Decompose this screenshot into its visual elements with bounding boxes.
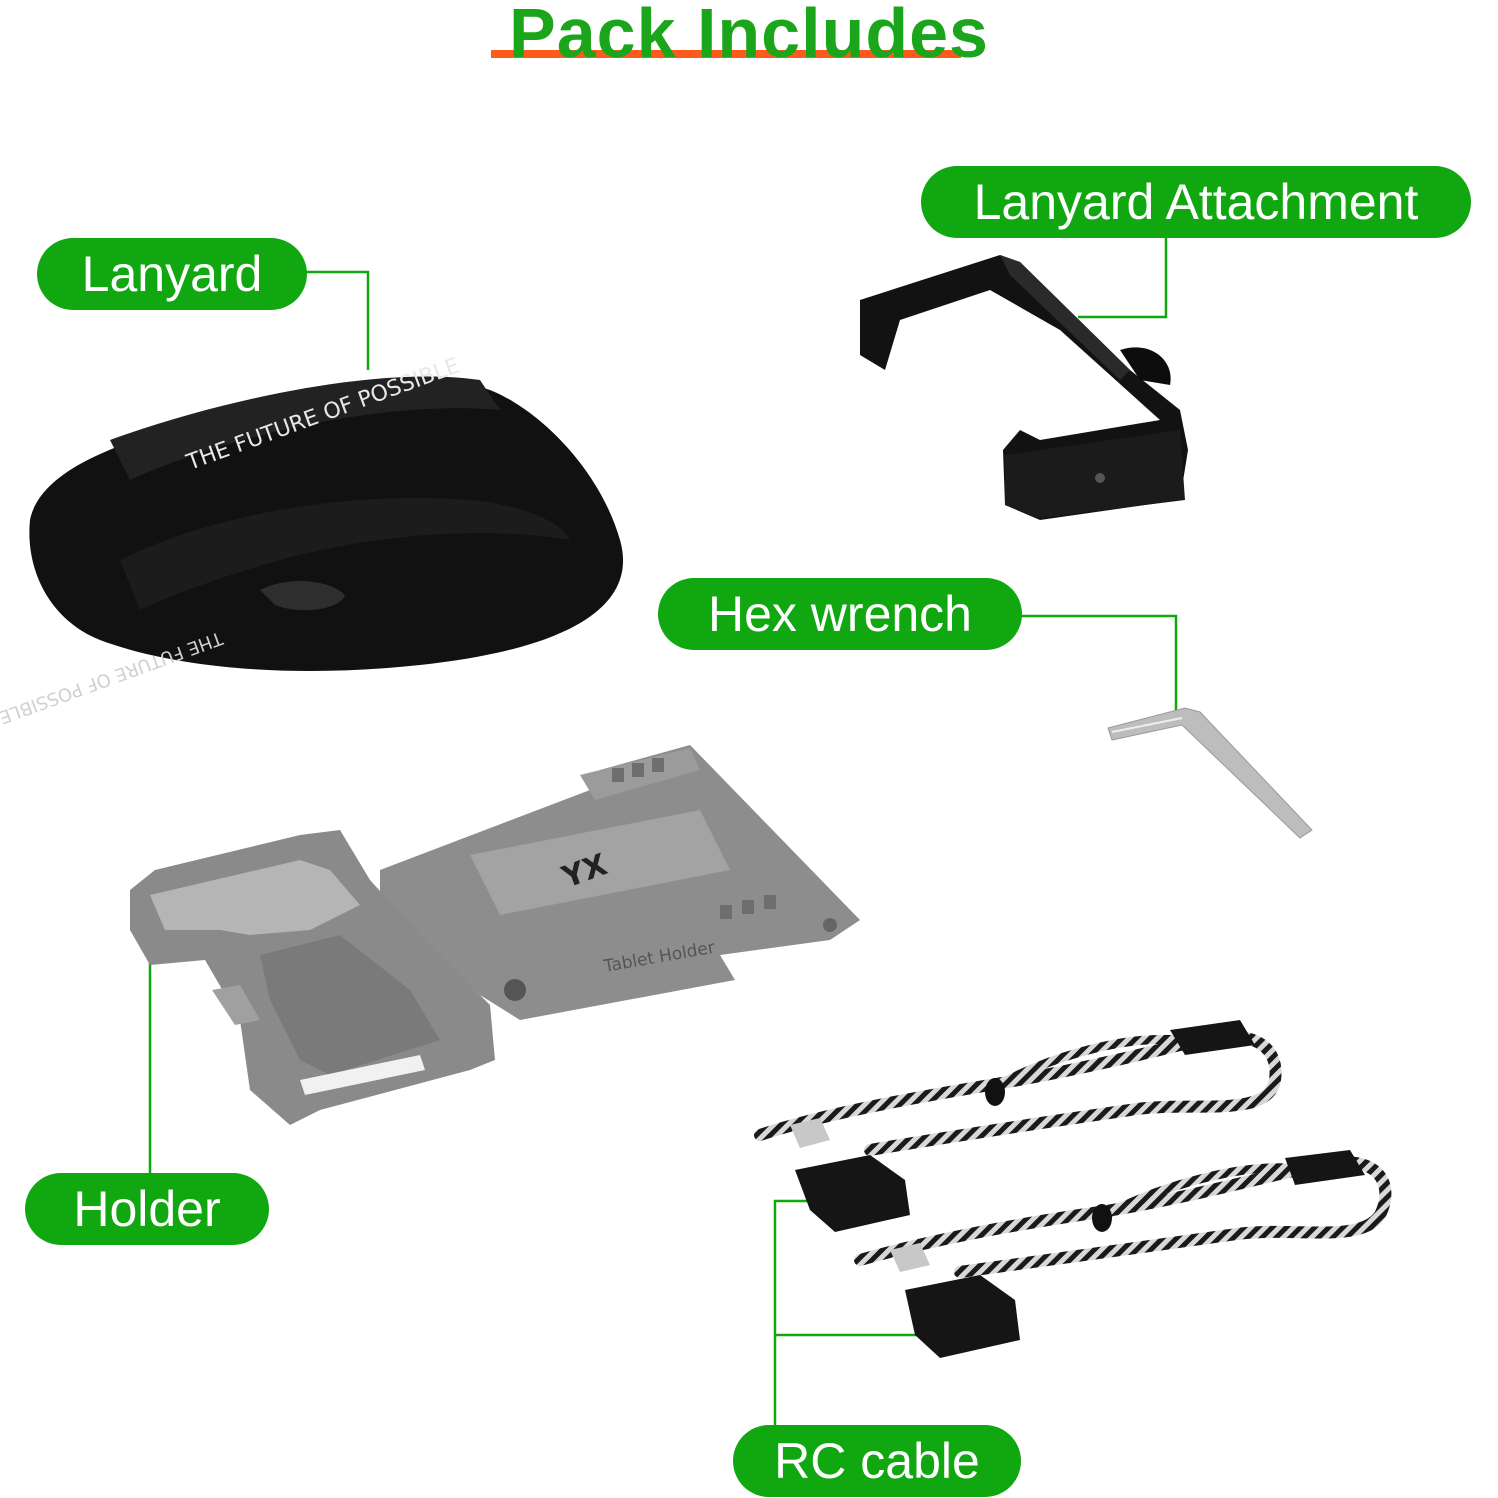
label-lanyard-attachment: Lanyard Attachment	[921, 166, 1471, 238]
leader-lines	[148, 238, 1178, 1428]
label-rc-cable: RC cable	[733, 1425, 1021, 1497]
hex-wrench-image	[1107, 707, 1313, 839]
page-title: Pack Includes	[0, 0, 1498, 72]
lanyard-attachment-image	[860, 255, 1188, 520]
rc-cable-image	[754, 1020, 1392, 1358]
lanyard-image: THE FUTURE OF POSSIBLE THE FUTURE OF POS…	[0, 353, 624, 728]
label-holder: Holder	[25, 1173, 269, 1245]
page-title-text: Pack Includes	[509, 0, 989, 72]
holder-image: YX Tablet Holder	[130, 745, 860, 1125]
label-hex-wrench: Hex wrench	[658, 578, 1022, 650]
label-lanyard: Lanyard	[37, 238, 307, 310]
